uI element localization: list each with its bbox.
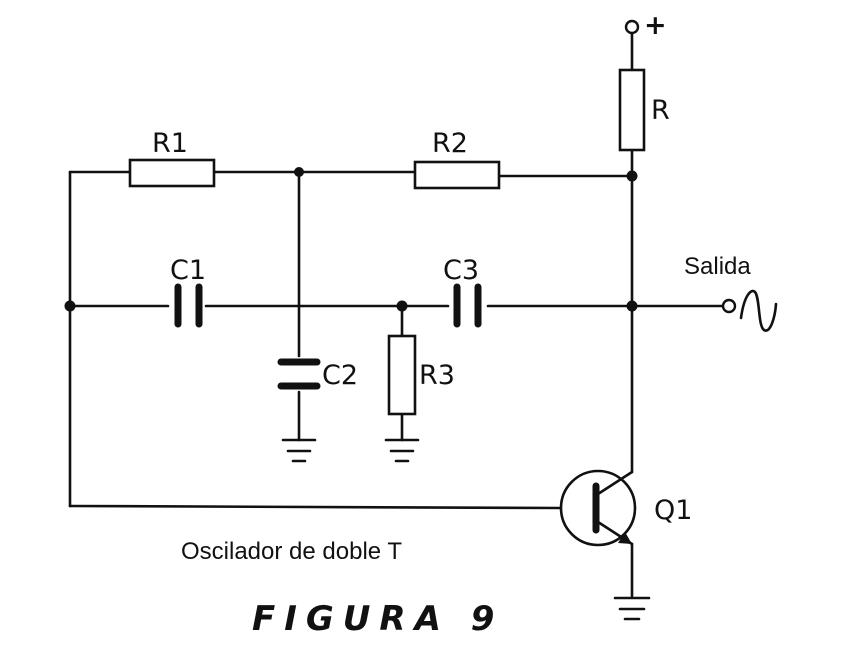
- supply-terminal: +: [624, 10, 667, 41]
- terminal-circle: [721, 298, 737, 314]
- capacitor-c1-label: C1: [170, 255, 206, 286]
- resistor-r2: R2: [413, 128, 501, 190]
- junction-dot: [626, 170, 638, 182]
- capacitor-c1: C1: [170, 255, 206, 328]
- junction-dot: [396, 300, 408, 312]
- resistor-r-label: R: [651, 95, 670, 126]
- resistor-body: [128, 158, 216, 188]
- transistor-collector: [596, 470, 634, 496]
- resistor-r3: R3: [387, 334, 455, 416]
- figure-caption: FIGURA 9: [252, 599, 503, 639]
- base-wire: [68, 504, 562, 510]
- resistor-body: [413, 160, 501, 190]
- ground-icon: [384, 438, 420, 463]
- junction-nodes: [64, 167, 638, 312]
- sine-wave-icon: [739, 289, 778, 332]
- output-terminal: Salida: [684, 253, 778, 332]
- capacitor-c3: C3: [443, 255, 482, 328]
- junction-dot: [294, 167, 304, 177]
- capacitor-c3-label: C3: [443, 255, 479, 286]
- capacitor-c2-label: C2: [322, 360, 358, 391]
- junction-dot: [626, 300, 638, 312]
- resistor-r: R: [618, 68, 670, 152]
- ground-icon: [281, 438, 317, 463]
- resistor-r2-label: R2: [432, 128, 468, 159]
- resistor-body: [618, 68, 646, 152]
- resistor-body: [387, 334, 417, 416]
- resistor-r3-label: R3: [419, 360, 455, 391]
- output-label: Salida: [684, 253, 751, 280]
- terminal-circle: [624, 19, 640, 35]
- transistor-envelope: [559, 469, 637, 547]
- ground-icon: [613, 596, 651, 621]
- supply-label: +: [644, 10, 667, 41]
- capacitor-c2: C2: [277, 358, 358, 391]
- circuit-subtitle: Oscilador de doble T: [181, 538, 402, 565]
- resistor-r1-label: R1: [152, 128, 188, 159]
- transistor-q1: Q1: [559, 469, 692, 547]
- emitter-arrow-icon: [618, 532, 632, 544]
- transistor-q1-label: Q1: [654, 495, 692, 526]
- top-wire: [68, 170, 634, 178]
- junction-dot: [64, 300, 76, 312]
- resistor-r1: R1: [128, 128, 216, 188]
